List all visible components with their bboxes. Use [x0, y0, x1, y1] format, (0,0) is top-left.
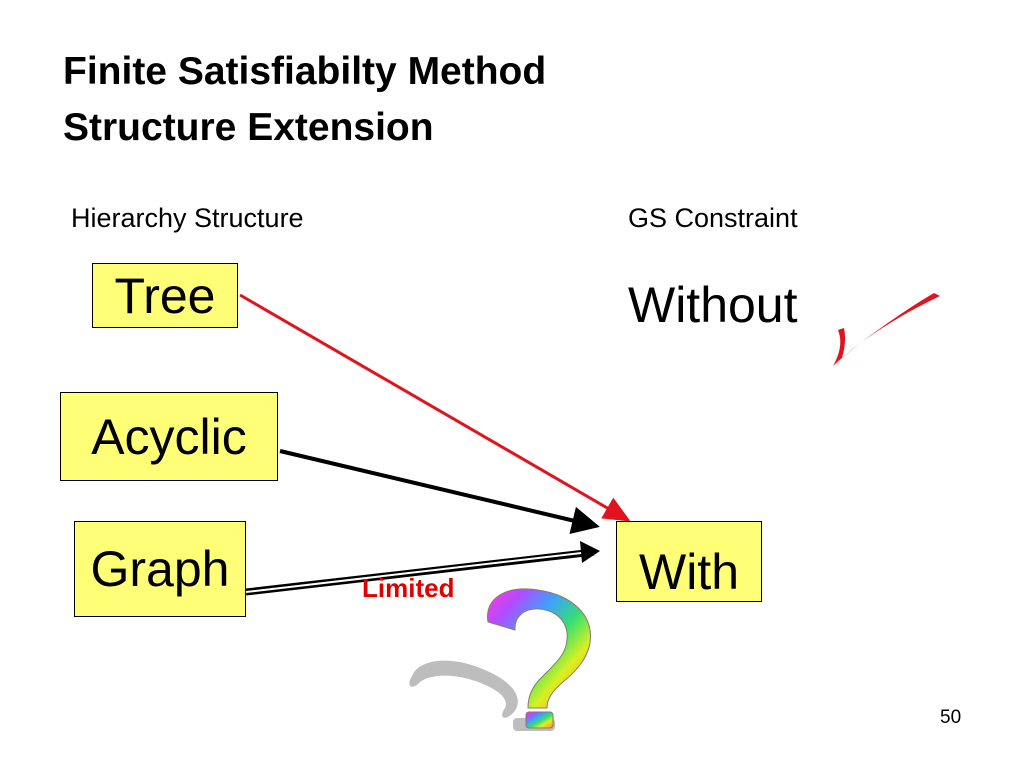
acyclic-box: Acyclic — [60, 392, 278, 481]
tree-label: Tree — [114, 267, 216, 324]
without-label: Without — [628, 277, 798, 333]
slide-title: Finite Satisfiabilty Method Structure Ex… — [63, 44, 546, 156]
graph-label: Graph — [90, 541, 230, 597]
title-line-1: Finite Satisfiabilty Method — [63, 50, 547, 93]
gs-constraint-heading: GS Constraint — [628, 203, 798, 233]
acyclic-label: Acyclic — [91, 408, 247, 465]
with-label: With — [639, 544, 739, 600]
hierarchy-structure-heading: Hierarchy Structure — [71, 203, 304, 233]
graph-to-with-arrow-inner — [245, 551, 591, 593]
checkmark-icon — [833, 293, 940, 366]
with-box: With — [616, 521, 762, 602]
tree-to-with-arrow — [239, 293, 631, 522]
acyclic-to-with-arrow — [279, 449, 600, 535]
tree-box: Tree — [92, 263, 238, 328]
page-number: 50 — [940, 707, 962, 728]
graph-to-with-arrowhead — [580, 541, 600, 563]
rainbow-question-mark-icon — [409, 588, 591, 731]
limited-annotation: Limited — [362, 573, 455, 603]
graph-box: Graph — [74, 521, 246, 617]
title-line-2: Structure Extension — [63, 106, 434, 149]
